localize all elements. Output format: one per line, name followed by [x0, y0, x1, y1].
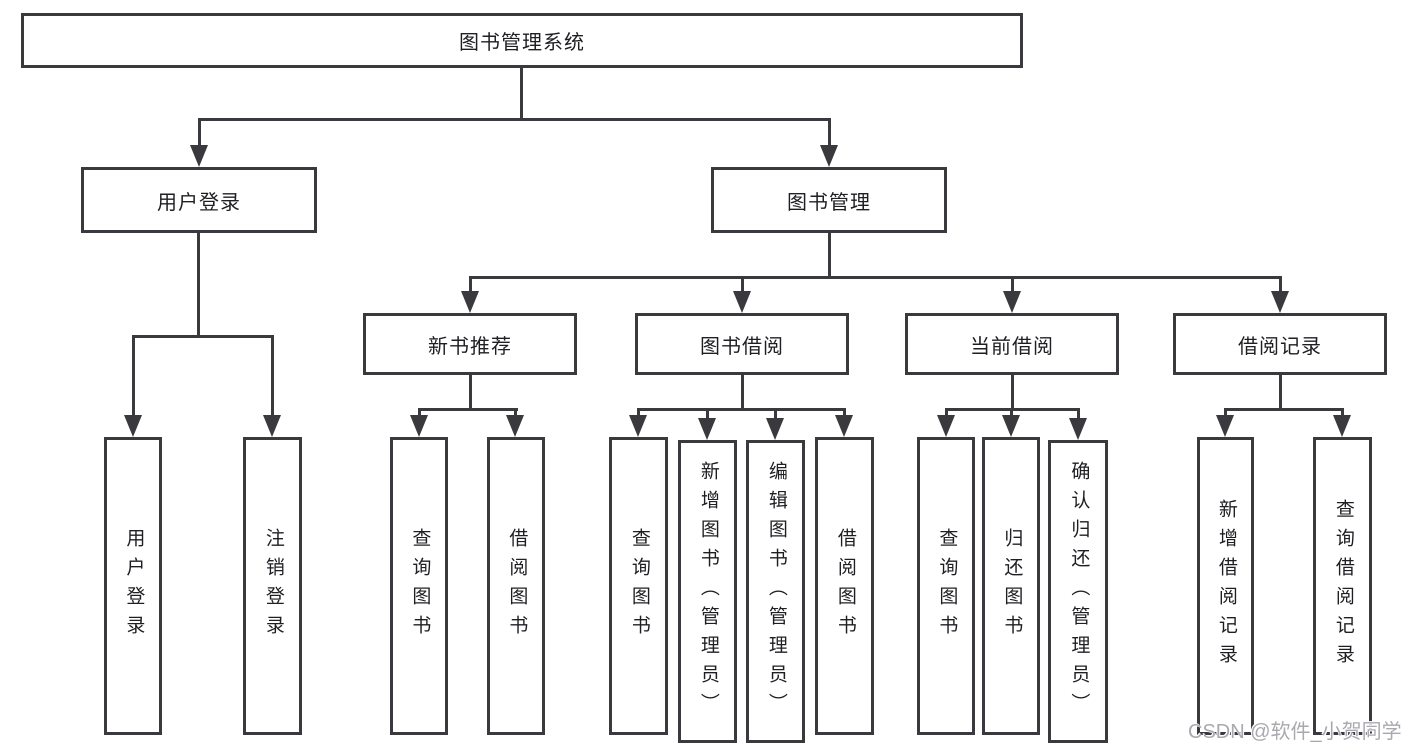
arrow-down-icon [1002, 415, 1020, 437]
arrow-down-icon [766, 418, 784, 440]
leaf-borrow-books-borrowing-label: 借阅图书 [834, 528, 856, 644]
connector-shaft [132, 335, 135, 417]
connector-shaft [1010, 408, 1013, 418]
connector-shaft [469, 276, 472, 293]
leaf-borrow-books-borrowing: 借阅图书 [815, 437, 874, 735]
connector-shaft [514, 408, 517, 418]
leaf-query-books-recommend-label: 查询图书 [409, 528, 431, 644]
connector-hline [637, 408, 846, 411]
arrow-down-icon [1069, 418, 1087, 440]
connector-shaft [1224, 408, 1227, 418]
connector-vline [197, 232, 200, 335]
connector-shaft [741, 276, 744, 293]
leaf-query-borrow-record: 查询借阅记录 [1313, 437, 1372, 735]
arrow-down-icon [733, 291, 751, 313]
connector-shaft [271, 335, 274, 417]
leaf-confirm-return-admin: 确认归还（管理员） [1048, 440, 1108, 743]
connector-vline [520, 68, 523, 118]
connector-hline [418, 408, 518, 411]
leaf-logout-login: 注销登录 [243, 437, 302, 735]
leaf-query-borrow-record-label: 查询借阅记录 [1332, 499, 1354, 673]
leaf-borrow-books-recommend-label: 借阅图书 [506, 528, 528, 644]
connector-shaft [828, 118, 831, 147]
connector-shaft [198, 118, 201, 147]
node-user-login-label: 用户登录 [157, 191, 241, 214]
node-new-book-recommendation: 新书推荐 [363, 313, 577, 375]
node-book-management-label: 图书管理 [787, 191, 871, 214]
node-book-borrowing: 图书借阅 [635, 313, 849, 375]
connector-hline [198, 118, 831, 121]
connector-vline [828, 232, 831, 276]
leaf-return-books-label: 归还图书 [1001, 528, 1023, 644]
node-user-login: 用户登录 [81, 167, 317, 233]
node-root-label: 图书管理系统 [459, 32, 585, 54]
connector-shaft [1011, 276, 1014, 293]
arrow-down-icon [1216, 415, 1234, 437]
connector-shaft [1077, 408, 1080, 421]
leaf-add-book-admin: 新增图书（管理员） [678, 440, 737, 743]
leaf-edit-book-admin: 编辑图书（管理员） [746, 440, 805, 743]
connector-hline [1224, 408, 1344, 411]
connector-shaft [1279, 276, 1282, 293]
arrow-down-icon [124, 415, 142, 437]
node-current-borrowing-label: 当前借阅 [970, 335, 1054, 358]
arrow-down-icon [698, 418, 716, 440]
node-root: 图书管理系统 [21, 13, 1023, 68]
leaf-confirm-return-admin-label: 确认归还（管理员） [1068, 461, 1090, 722]
leaf-query-books-current-label: 查询图书 [936, 528, 958, 644]
leaf-borrow-books-recommend: 借阅图书 [487, 437, 545, 735]
connector-hline [469, 276, 1282, 279]
connector-shaft [774, 408, 777, 421]
node-current-borrowing: 当前借阅 [905, 313, 1119, 375]
connector-vline [741, 375, 744, 408]
leaf-add-borrow-record-label: 新增借阅记录 [1215, 499, 1237, 673]
arrow-down-icon [629, 415, 647, 437]
connector-shaft [418, 408, 421, 418]
connector-shaft [843, 408, 846, 418]
connector-shaft [1341, 408, 1344, 418]
arrow-down-icon [937, 415, 955, 437]
arrow-down-icon [506, 415, 524, 437]
arrow-down-icon [835, 415, 853, 437]
arrow-down-icon [410, 415, 428, 437]
watermark: CSDN @软件_小贺同学 [1188, 721, 1402, 743]
arrow-down-icon [1271, 291, 1289, 313]
node-new-book-recommendation-label: 新书推荐 [428, 335, 512, 358]
connector-vline [469, 375, 472, 408]
leaf-query-books-borrowing: 查询图书 [609, 437, 668, 735]
leaf-query-books-recommend: 查询图书 [390, 437, 448, 735]
arrow-down-icon [461, 291, 479, 313]
connector-hline [132, 335, 274, 338]
arrow-down-icon [190, 145, 208, 167]
leaf-query-books-current: 查询图书 [917, 437, 975, 735]
connector-vline [1011, 375, 1014, 408]
leaf-add-borrow-record: 新增借阅记录 [1197, 437, 1254, 735]
arrow-down-icon [1003, 291, 1021, 313]
leaf-logout-login-label: 注销登录 [262, 528, 284, 644]
node-borrowing-records-label: 借阅记录 [1238, 335, 1322, 358]
leaf-edit-book-admin-label: 编辑图书（管理员） [765, 461, 787, 722]
arrow-down-icon [820, 145, 838, 167]
node-book-management: 图书管理 [711, 167, 947, 233]
arrow-down-icon [1333, 415, 1351, 437]
leaf-user-login: 用户登录 [104, 437, 162, 735]
connector-vline [1279, 375, 1282, 408]
node-borrowing-records: 借阅记录 [1173, 313, 1387, 375]
leaf-add-book-admin-label: 新增图书（管理员） [697, 461, 719, 722]
leaf-return-books: 归还图书 [982, 437, 1040, 735]
node-book-borrowing-label: 图书借阅 [700, 335, 784, 358]
arrow-down-icon [263, 415, 281, 437]
connector-shaft [945, 408, 948, 418]
connector-shaft [706, 408, 709, 421]
connector-shaft [637, 408, 640, 418]
leaf-user-login-label: 用户登录 [123, 528, 145, 644]
leaf-query-books-borrowing-label: 查询图书 [628, 528, 650, 644]
